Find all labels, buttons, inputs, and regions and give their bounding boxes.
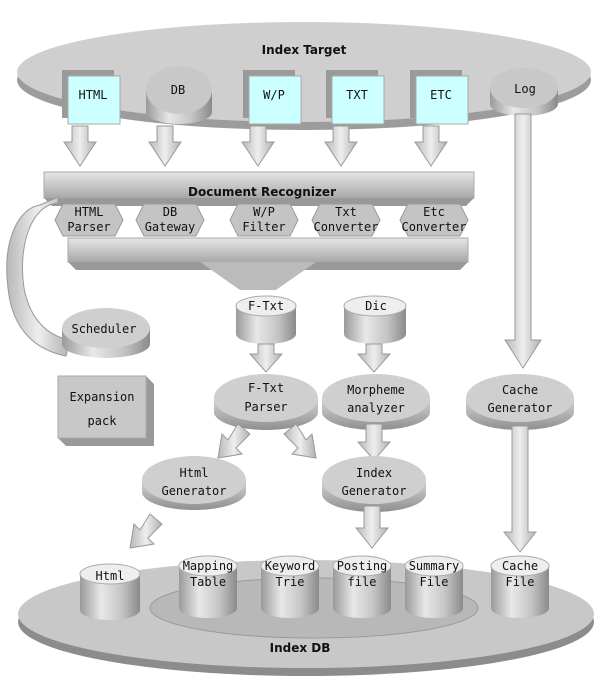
html-store: Html bbox=[79, 563, 141, 620]
index-target-title: Index Target bbox=[262, 43, 347, 57]
ftxt-store: F-Txt bbox=[235, 295, 297, 344]
module-line2: Converter bbox=[313, 220, 378, 234]
store-line2: File bbox=[506, 575, 535, 589]
module-line1: Txt bbox=[335, 205, 357, 219]
module-line1: W/P bbox=[253, 205, 275, 219]
cache-generator: Cache Generator bbox=[466, 374, 574, 430]
store-line2: Trie bbox=[276, 575, 305, 589]
module-line1: Etc bbox=[423, 205, 445, 219]
source-etc: ETC bbox=[410, 70, 469, 125]
source-html: HTML bbox=[62, 70, 121, 125]
arrow-cache-gen-to-file bbox=[502, 425, 538, 553]
scheduler: Scheduler bbox=[62, 308, 150, 358]
source-db: DB bbox=[146, 66, 212, 124]
index-gen-line2: Generator bbox=[341, 484, 406, 498]
source-arrows bbox=[63, 125, 448, 167]
source-wp-label: W/P bbox=[263, 88, 285, 102]
source-etc-label: ETC bbox=[430, 88, 452, 102]
source-log-label: Log bbox=[514, 82, 536, 96]
store-line2: Table bbox=[190, 575, 226, 589]
source-log: Log bbox=[490, 68, 558, 116]
morpheme-line2: analyzer bbox=[347, 401, 405, 415]
arrow-index-gen-to-posting bbox=[354, 505, 390, 549]
html-store-label: Html bbox=[96, 569, 125, 583]
scheduler-label: Scheduler bbox=[71, 322, 136, 336]
source-txt: TXT bbox=[326, 70, 385, 125]
arrow-etc bbox=[414, 125, 448, 167]
module-line1: HTML bbox=[75, 205, 104, 219]
module-line1: DB bbox=[163, 205, 177, 219]
ftxt-parser-line1: F-Txt bbox=[248, 381, 284, 395]
store-line1: Posting bbox=[337, 559, 388, 573]
dic-label: Dic bbox=[365, 299, 387, 313]
html-gen-line2: Generator bbox=[161, 484, 226, 498]
ftxt-label: F-Txt bbox=[248, 299, 284, 313]
morpheme-analyzer: Morpheme analyzer bbox=[322, 374, 430, 430]
html-gen-line1: Html bbox=[180, 466, 209, 480]
arrow-dic-to-analyzer bbox=[356, 343, 392, 373]
module-line2: Parser bbox=[67, 220, 110, 234]
source-wp: W/P bbox=[243, 70, 302, 125]
recognizer-modules: HTMLParserDBGatewayW/PFilterTxtConverter… bbox=[54, 203, 469, 237]
ftxt-parser: F-Txt Parser bbox=[214, 374, 318, 430]
source-html-label: HTML bbox=[79, 88, 108, 102]
arrow-analyzer-to-index-gen bbox=[356, 423, 392, 461]
store-line2: File bbox=[420, 575, 449, 589]
index-store: Posting file bbox=[332, 555, 392, 618]
arrow-parser-to-index-gen bbox=[283, 423, 317, 459]
module-line2: Filter bbox=[242, 220, 285, 234]
module-line2: Gateway bbox=[145, 220, 196, 234]
store-line1: Keyword bbox=[265, 559, 316, 573]
html-generator: Html Generator bbox=[142, 456, 246, 510]
store-line1: Mapping bbox=[183, 559, 234, 573]
cache-gen-line2: Generator bbox=[487, 401, 552, 415]
recognizer-funnel bbox=[200, 262, 316, 290]
module-line2: Converter bbox=[401, 220, 466, 234]
arrow-html bbox=[63, 125, 97, 167]
ftxt-parser-line2: Parser bbox=[244, 400, 287, 414]
cache-gen-line1: Cache bbox=[502, 383, 538, 397]
store-line1: Cache bbox=[502, 559, 538, 573]
arrow-wp bbox=[241, 125, 275, 167]
arrow-html-gen-to-html bbox=[129, 513, 163, 549]
arrow-db bbox=[148, 125, 182, 167]
expansion-line1: Expansion bbox=[69, 390, 134, 404]
recognizer-title: Document Recognizer bbox=[188, 185, 336, 199]
source-db-label: DB bbox=[171, 83, 185, 97]
index-gen-line1: Index bbox=[356, 466, 392, 480]
source-txt-label: TXT bbox=[346, 88, 368, 102]
dic-store: Dic bbox=[343, 295, 407, 344]
arrow-txt bbox=[324, 125, 358, 167]
index-generator: Index Generator bbox=[322, 456, 426, 512]
expansion-line2: pack bbox=[88, 414, 118, 428]
arrow-ftxt-to-parser bbox=[248, 343, 284, 373]
arrow-parser-to-html-gen bbox=[217, 423, 251, 459]
arrow-log-to-cache bbox=[504, 113, 542, 369]
store-line1: Summary bbox=[409, 559, 460, 573]
index-db-title: Index DB bbox=[270, 641, 331, 655]
morpheme-line1: Morpheme bbox=[347, 383, 405, 397]
store-line2: file bbox=[348, 575, 377, 589]
expansion-pack: Expansion pack bbox=[57, 375, 154, 446]
